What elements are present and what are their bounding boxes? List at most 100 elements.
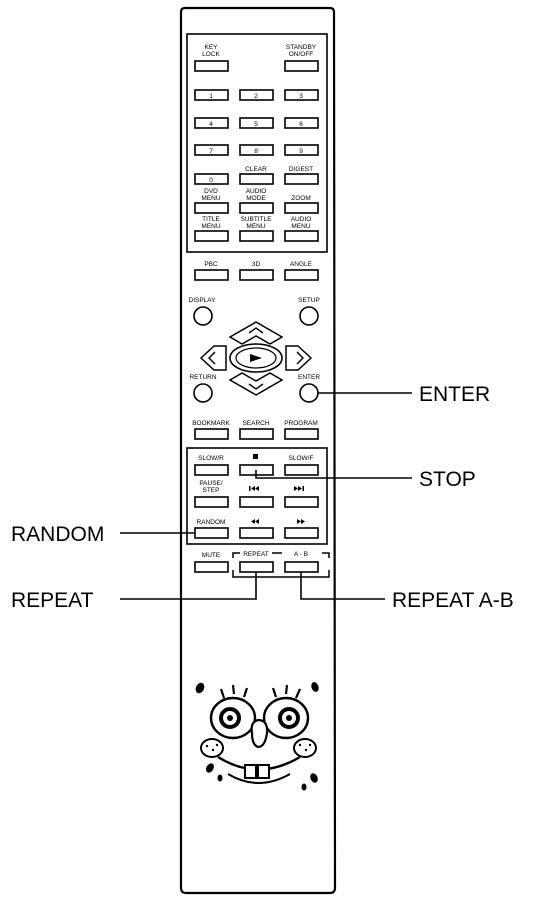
dvd-menu-label-2: MENU bbox=[201, 195, 220, 202]
fast-forward-button[interactable] bbox=[284, 527, 319, 539]
program-label: PROGRAM bbox=[284, 420, 318, 427]
setup-button[interactable] bbox=[299, 306, 319, 326]
slow-f-button[interactable] bbox=[284, 464, 319, 476]
callout-leaders bbox=[120, 392, 412, 600]
subtitle-menu-label-2: MENU bbox=[246, 223, 265, 230]
audio-mode-label-1: AUDIO bbox=[246, 188, 267, 195]
cartoon-face-illustration bbox=[195, 682, 319, 791]
random-callout: RANDOM bbox=[11, 523, 104, 546]
remote-body bbox=[179, 6, 337, 895]
nav-up-button[interactable] bbox=[228, 321, 284, 345]
display-label: DISPLAY bbox=[189, 297, 217, 304]
number-key-label: 7 bbox=[209, 148, 213, 155]
enter-callout: ENTER bbox=[419, 383, 490, 406]
number-key-8[interactable] bbox=[239, 144, 274, 156]
repeat-callout: REPEAT bbox=[11, 589, 94, 612]
nav-right-button[interactable] bbox=[285, 345, 313, 371]
slow-f-label: SLOW/F bbox=[289, 455, 314, 462]
search-label: SEARCH bbox=[242, 420, 269, 427]
number-key-4[interactable] bbox=[194, 117, 229, 129]
slow-r-button[interactable] bbox=[194, 464, 229, 476]
3d-button[interactable] bbox=[239, 269, 274, 281]
repeat-ab-leader-line bbox=[300, 572, 385, 600]
number-key-3[interactable] bbox=[284, 89, 319, 101]
chevron-left-icon bbox=[208, 351, 216, 365]
standby-label-1: STANDBY bbox=[286, 44, 317, 51]
key-lock-label-2: LOCK bbox=[202, 51, 220, 58]
title-menu-label-1: TITLE bbox=[202, 216, 220, 223]
skip-previous-button[interactable] bbox=[239, 496, 274, 508]
title-menu-button[interactable] bbox=[194, 230, 229, 242]
random-button[interactable] bbox=[194, 527, 229, 539]
bookmark-button[interactable] bbox=[194, 428, 229, 440]
enter-label: ENTER bbox=[298, 374, 320, 381]
skip-next-button[interactable] bbox=[284, 496, 319, 508]
number-key-label: 1 bbox=[209, 93, 213, 100]
number-key-9[interactable] bbox=[284, 144, 319, 156]
number-key-2[interactable] bbox=[239, 89, 274, 101]
number-key-label: 8 bbox=[254, 148, 258, 155]
digest-label: DIGEST bbox=[289, 166, 313, 173]
repeat-ab-callout: REPEAT A-B bbox=[392, 589, 514, 612]
dvd-menu-button[interactable] bbox=[194, 202, 229, 214]
stop-leader-line bbox=[255, 470, 412, 479]
number-key-1[interactable] bbox=[194, 89, 229, 101]
angle-button[interactable] bbox=[284, 269, 319, 281]
mute-button[interactable] bbox=[194, 561, 229, 573]
nav-down-button[interactable] bbox=[228, 372, 284, 396]
setup-label: SETUP bbox=[298, 297, 320, 304]
number-key-6[interactable] bbox=[284, 117, 319, 129]
stop-icon bbox=[253, 454, 258, 459]
number-key-label: 4 bbox=[209, 121, 213, 128]
program-button[interactable] bbox=[284, 428, 319, 440]
audio-menu-label-2: MENU bbox=[291, 223, 310, 230]
rewind-button[interactable] bbox=[239, 527, 274, 539]
zoom-button[interactable] bbox=[284, 202, 319, 214]
chevron-up-icon bbox=[248, 327, 264, 334]
audio-menu-label-1: AUDIO bbox=[291, 216, 312, 223]
chevron-down-icon bbox=[248, 383, 264, 390]
audio-mode-button[interactable] bbox=[239, 202, 274, 214]
number-key-7[interactable] bbox=[194, 144, 229, 156]
number-key-label: 5 bbox=[254, 121, 258, 128]
return-label: RETURN bbox=[189, 374, 216, 381]
stop-callout: STOP bbox=[419, 468, 476, 491]
pbc-button[interactable] bbox=[194, 269, 229, 281]
number-key-0[interactable] bbox=[194, 173, 229, 185]
number-key-label: 6 bbox=[299, 121, 303, 128]
audio-menu-button[interactable] bbox=[284, 230, 319, 242]
number-key-label: 9 bbox=[299, 148, 303, 155]
standby-button[interactable] bbox=[284, 60, 319, 72]
number-key-label: 2 bbox=[254, 93, 258, 100]
clear-button[interactable] bbox=[239, 173, 274, 185]
return-button[interactable] bbox=[193, 383, 213, 403]
a-b-button[interactable] bbox=[284, 561, 319, 573]
pbc-label: PBC bbox=[204, 261, 218, 268]
bookmark-label: BOOKMARK bbox=[192, 420, 230, 427]
play-button-inner-ring bbox=[235, 347, 277, 369]
subtitle-menu-button[interactable] bbox=[239, 230, 274, 242]
search-button[interactable] bbox=[239, 428, 274, 440]
key-lock-button[interactable] bbox=[194, 60, 229, 72]
display-button[interactable] bbox=[193, 306, 213, 326]
pause-step-label-1: PAUSE/ bbox=[199, 480, 223, 487]
skip-previous-icon bbox=[249, 486, 259, 491]
title-menu-label-2: MENU bbox=[201, 223, 220, 230]
random-label: RANDOM bbox=[197, 519, 226, 526]
fast-forward-icon bbox=[297, 519, 305, 524]
number-key-5[interactable] bbox=[239, 117, 274, 129]
pause-step-button[interactable] bbox=[194, 496, 229, 508]
digest-button[interactable] bbox=[284, 173, 319, 185]
repeat-button[interactable] bbox=[239, 561, 274, 573]
clear-label: CLEAR bbox=[245, 166, 267, 173]
nav-left-button[interactable] bbox=[199, 345, 227, 371]
skip-next-icon bbox=[294, 486, 304, 491]
subtitle-menu-label-1: SUBTITLE bbox=[240, 216, 272, 223]
zoom-label: ZOOM bbox=[291, 195, 311, 202]
angle-label: ANGLE bbox=[290, 261, 313, 268]
transport-frame bbox=[186, 447, 328, 545]
mute-label: MUTE bbox=[202, 552, 221, 559]
enter-button[interactable] bbox=[299, 383, 319, 403]
key-lock-label-1: KEY bbox=[204, 44, 218, 51]
